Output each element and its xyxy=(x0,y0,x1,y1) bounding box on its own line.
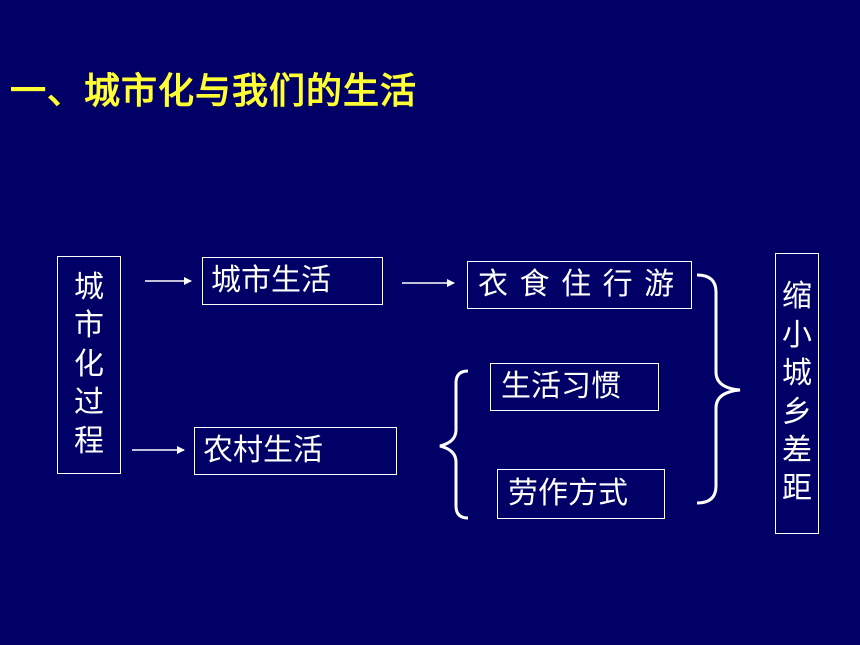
rural-life-box: 农村生活 xyxy=(194,427,397,475)
vertical-char: 缩 xyxy=(782,279,812,315)
daily-needs-label: 衣 食 住 行 游 xyxy=(478,267,675,302)
work-style-box: 劳作方式 xyxy=(497,469,665,519)
work-style-label: 劳作方式 xyxy=(508,476,628,511)
daily-needs-box: 衣 食 住 行 游 xyxy=(467,261,692,309)
vertical-char: 过 xyxy=(74,385,104,421)
narrow-gap-box: 缩 小 城 乡 差 距 xyxy=(775,253,819,534)
right-brace xyxy=(696,273,741,505)
living-habits-box: 生活习惯 xyxy=(490,363,659,411)
rural-life-label: 农村生活 xyxy=(203,433,323,468)
urban-life-label: 城市生活 xyxy=(211,263,331,298)
vertical-char: 城 xyxy=(74,270,104,306)
vertical-char: 小 xyxy=(782,317,812,353)
left-brace xyxy=(439,369,469,520)
vertical-char: 化 xyxy=(74,346,104,382)
vertical-char: 程 xyxy=(74,423,104,459)
vertical-char: 距 xyxy=(782,471,812,507)
living-habits-label: 生活习惯 xyxy=(501,369,621,404)
urban-life-box: 城市生活 xyxy=(202,257,383,305)
vertical-char: 差 xyxy=(782,432,812,468)
vertical-char: 乡 xyxy=(782,394,812,430)
slide-title: 一、城市化与我们的生活 xyxy=(10,71,418,112)
vertical-char: 城 xyxy=(782,356,812,392)
vertical-char: 市 xyxy=(74,308,104,344)
urbanization-process-box: 城 市 化 过 程 xyxy=(57,256,121,474)
